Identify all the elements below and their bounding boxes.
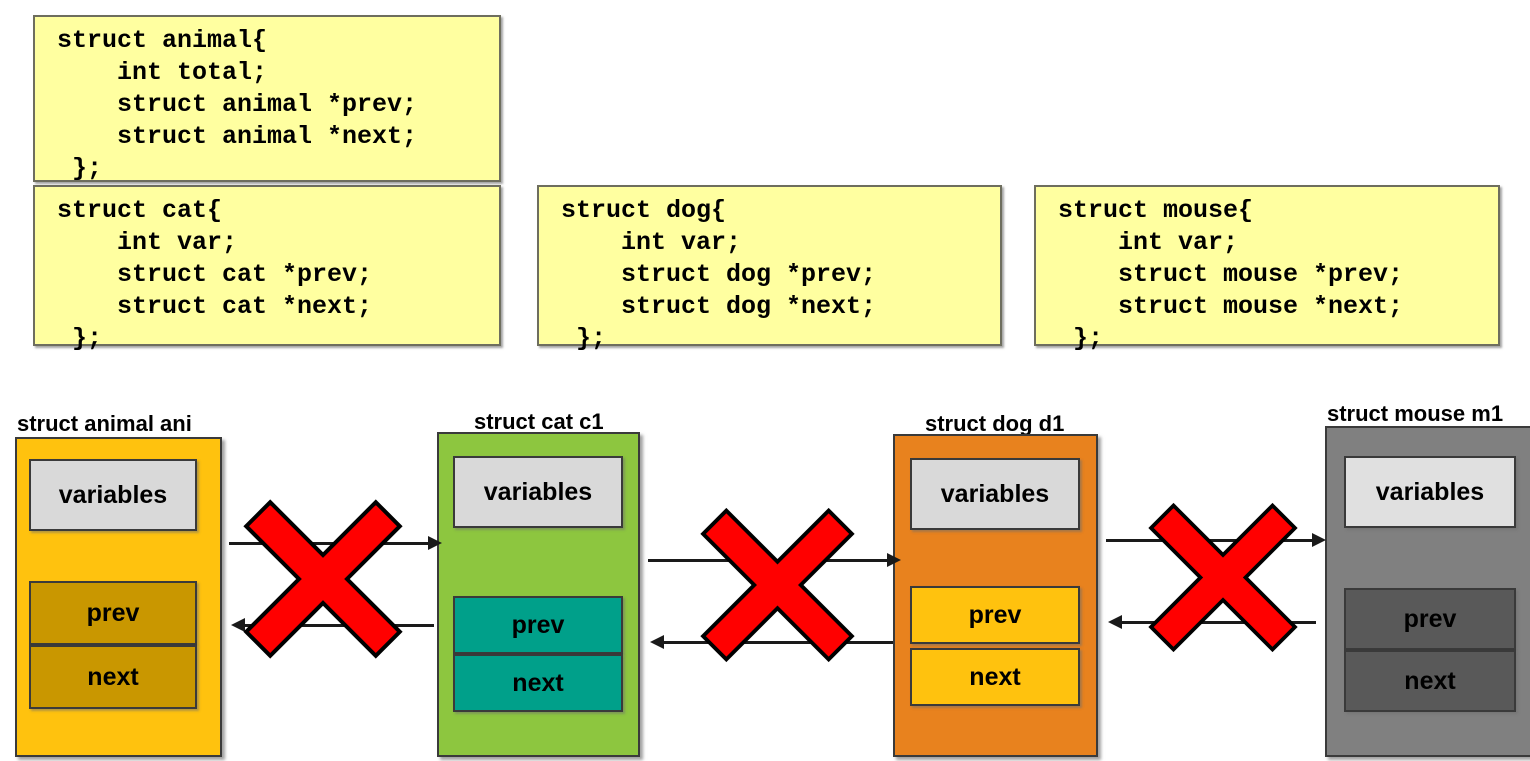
slot-next-animal: next: [29, 645, 197, 709]
code-text-struct-cat: struct cat{ int var; struct cat *prev; s…: [57, 196, 373, 353]
arrow-mouse-to-dog: [1108, 615, 1316, 629]
node-label-animal: struct animal ani: [17, 411, 192, 436]
code-text-struct-mouse: struct mouse{ int var; struct mouse *pre…: [1058, 196, 1404, 353]
code-text-struct-dog: struct dog{ int var; struct dog *prev; s…: [561, 196, 877, 353]
red-x-icon: [238, 499, 408, 664]
red-x-icon: [1148, 500, 1298, 660]
arrow-cat-to-animal: [231, 618, 434, 632]
slot-variables-dog: variables: [910, 458, 1080, 530]
node-dog: variables prev next: [893, 434, 1098, 757]
red-x-icon: [700, 505, 855, 670]
code-text-struct-animal: struct animal{ int total; struct animal …: [57, 26, 418, 183]
slot-next-mouse: next: [1344, 650, 1516, 712]
arrow-dog-to-cat: [650, 635, 893, 649]
slot-next-cat: next: [453, 654, 623, 712]
slot-variables-cat: variables: [453, 456, 623, 528]
node-label-dog: struct dog d1: [925, 411, 1065, 436]
slot-variables-mouse: variables: [1344, 456, 1516, 528]
code-box-struct-animal: struct animal{ int total; struct animal …: [33, 15, 501, 183]
slot-prev-dog: prev: [910, 586, 1080, 644]
node-cat: variables prev next: [437, 432, 640, 757]
slot-variables-animal: variables: [29, 459, 197, 531]
slot-prev-animal: prev: [29, 581, 197, 645]
node-label-mouse: struct mouse m1: [1327, 401, 1504, 426]
code-box-struct-cat: struct cat{ int var; struct cat *prev; s…: [33, 185, 501, 353]
arrow-animal-to-cat: [229, 536, 442, 550]
slot-prev-cat: prev: [453, 596, 623, 654]
slot-next-dog: next: [910, 648, 1080, 706]
code-box-struct-mouse: struct mouse{ int var; struct mouse *pre…: [1034, 185, 1500, 353]
code-box-struct-dog: struct dog{ int var; struct dog *prev; s…: [537, 185, 1002, 353]
slot-prev-mouse: prev: [1344, 588, 1516, 650]
node-mouse: variables prev next: [1325, 426, 1530, 757]
node-animal: variables prev next: [15, 437, 222, 757]
node-label-cat: struct cat c1: [474, 409, 604, 434]
